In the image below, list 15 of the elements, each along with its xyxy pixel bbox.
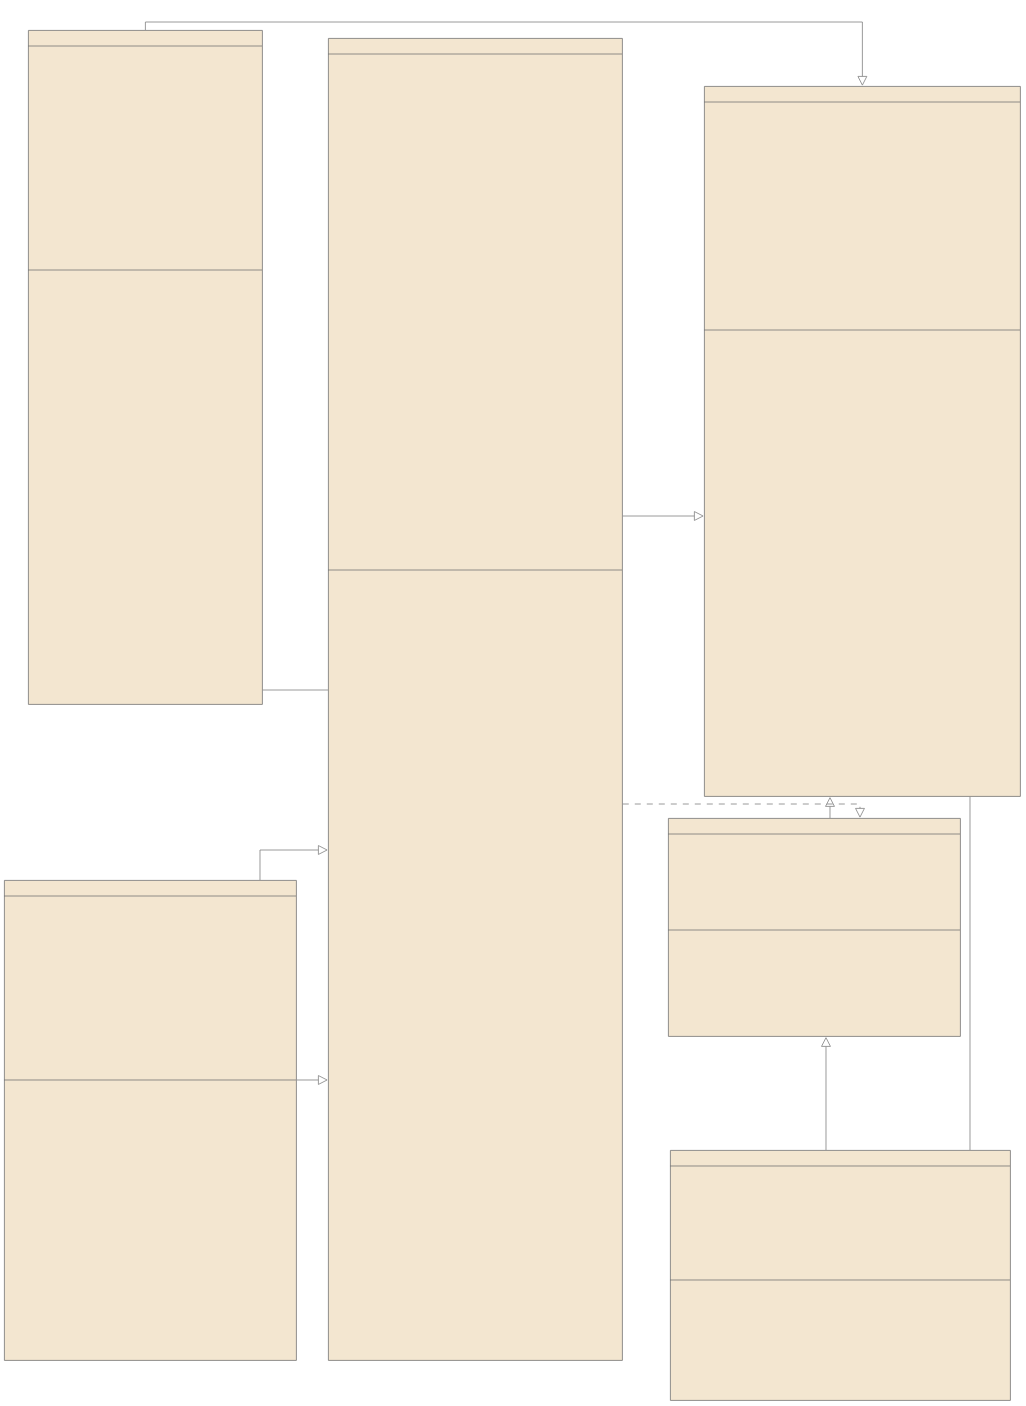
- connector: [821, 1037, 831, 1151]
- connector: [622, 511, 704, 521]
- connector: [969, 796, 971, 1151]
- class-box: [667, 818, 961, 1037]
- connector: [296, 1075, 328, 1085]
- connector: [622, 803, 865, 818]
- class-box: [327, 38, 623, 1361]
- connector: [262, 689, 329, 691]
- class-box: [669, 1150, 1011, 1401]
- class-box: [703, 86, 1021, 797]
- class-box: [3, 880, 297, 1361]
- connector: [259, 845, 328, 881]
- connector: [145, 21, 868, 86]
- class-box: [27, 30, 263, 705]
- connector: [825, 797, 835, 819]
